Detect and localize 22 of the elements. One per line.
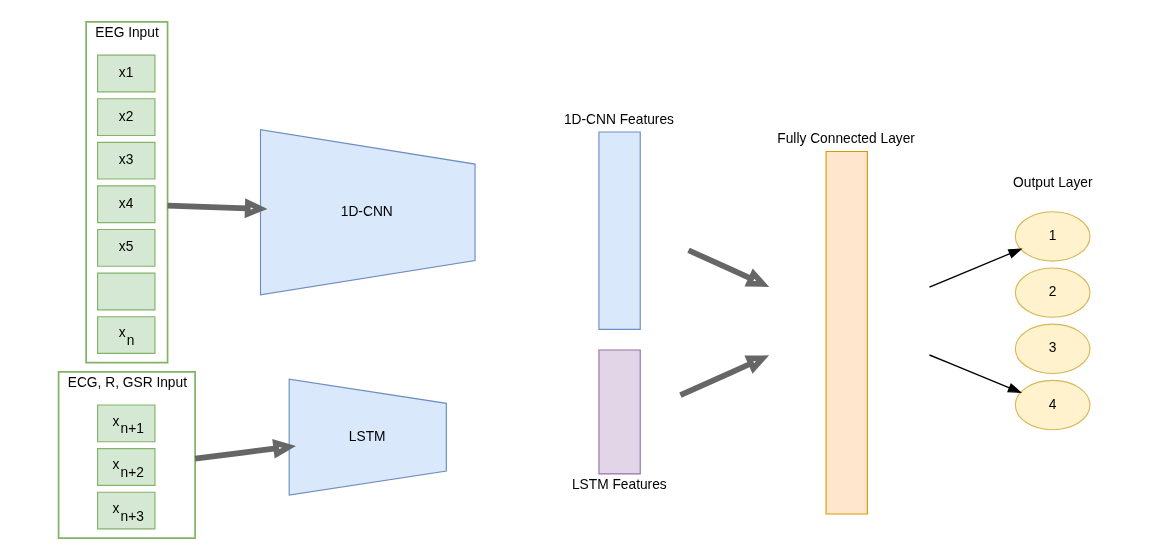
node-ellipse: 4 [1014, 379, 1090, 431]
arrow [928, 354, 1022, 393]
node-ellipse: 1 [1014, 211, 1090, 262]
node-box: x5 [96, 228, 156, 267]
node-box: LSTM [288, 378, 447, 496]
arrow [678, 355, 769, 398]
arrow [686, 247, 769, 287]
node-label: LSTM Features [571, 477, 667, 493]
node-label: Fully Connected Layer [776, 131, 915, 147]
label: Output Layer [1012, 175, 1093, 191]
node-label: 1D-CNN Features [563, 111, 674, 127]
node-box [96, 272, 156, 311]
arrow [928, 248, 1023, 288]
node-box: x4 [96, 185, 156, 224]
node-box: 1D-CNN [259, 129, 476, 296]
node-box: x2 [96, 98, 156, 137]
node-ellipse: 2 [1014, 267, 1090, 318]
node-box: x3 [96, 141, 156, 180]
node-box: x1 [96, 54, 156, 93]
node-ellipse: 3 [1014, 323, 1090, 375]
arrow [194, 438, 296, 462]
arrow [166, 198, 267, 219]
